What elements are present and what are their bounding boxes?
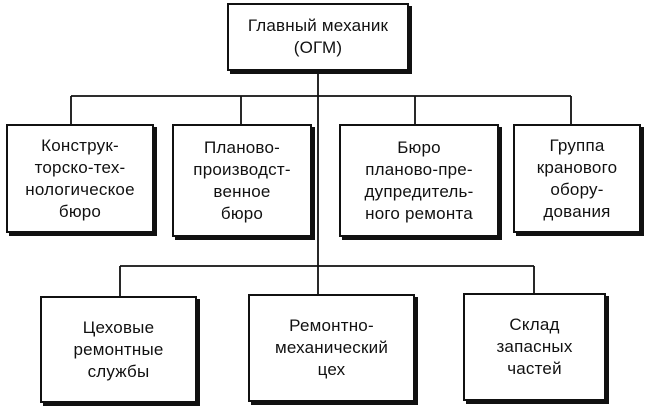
design-tech-bureau-box: Конструк- торско-тех- нологическое бюро (6, 124, 154, 233)
spare-parts-warehouse-box: Склад запасных частей (463, 293, 606, 401)
preventive-maintenance-bureau-box: Бюро планово-пре- дупредитель- ного ремо… (339, 124, 499, 237)
crane-equipment-group-box: Группа кранового обору- дования (513, 124, 641, 233)
repair-mechanical-shop-box: Ремонтно- механический цех (248, 294, 415, 402)
chief-mechanic-box: Главный механик (ОГМ) (227, 3, 409, 71)
shop-repair-services-label: Цеховые ремонтные службы (73, 317, 164, 381)
shop-repair-services-box: Цеховые ремонтные службы (40, 296, 197, 403)
crane-equipment-group-label: Группа кранового обору- дования (536, 135, 618, 221)
spare-parts-warehouse-label: Склад запасных частей (496, 315, 573, 378)
planning-production-bureau-label: Планово- производст- венное бюро (193, 137, 291, 223)
repair-mechanical-shop-label: Ремонтно- механический цех (274, 316, 389, 379)
chief-mechanic-label: Главный механик (ОГМ) (247, 16, 389, 57)
design-tech-bureau-label: Конструк- торско-тех- нологическое бюро (25, 135, 135, 221)
preventive-maintenance-bureau-label: Бюро планово-пре- дупредитель- ного ремо… (364, 137, 474, 223)
planning-production-bureau-box: Планово- производст- венное бюро (172, 124, 312, 237)
